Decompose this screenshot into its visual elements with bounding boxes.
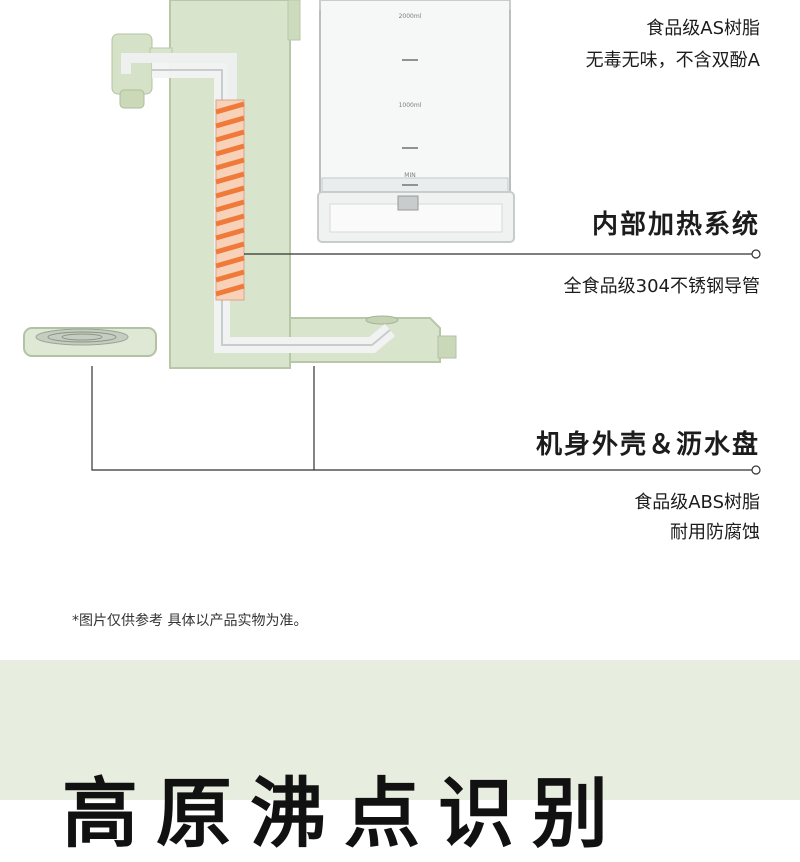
shell-tray-line-2: 耐用防腐蚀 [670, 522, 760, 543]
banner-title: 高原沸点识别 [62, 769, 626, 858]
disclaimer: *图片仅供参考 具体以产品实物为准。 [72, 613, 308, 629]
shell-tray-title: 机身外壳＆沥水盘 [535, 430, 760, 460]
heating-coil [215, 101, 245, 297]
heating-system-line-1: 全食品级304不锈钢导管 [563, 276, 760, 297]
product-illustration: 2000ml 1000ml MIN [23, 0, 761, 475]
heating-system-title: 内部加热系统 [591, 210, 760, 240]
shell-tray-line-1: 食品级ABS树脂 [634, 492, 760, 513]
tank-mark-2000: 2000ml [399, 13, 422, 20]
tank-material-line-2: 无毒无味，不含双酚A [585, 50, 760, 71]
water-tank: 2000ml 1000ml MIN [317, 0, 515, 243]
callout-lines [91, 249, 761, 475]
bottom-banner [0, 660, 800, 800]
machine-body [23, 0, 457, 369]
tank-mark-1000: 1000ml [399, 102, 422, 109]
tank-material-line-1: 食品级AS树脂 [646, 18, 760, 39]
tank-mark-min: MIN [404, 172, 415, 179]
